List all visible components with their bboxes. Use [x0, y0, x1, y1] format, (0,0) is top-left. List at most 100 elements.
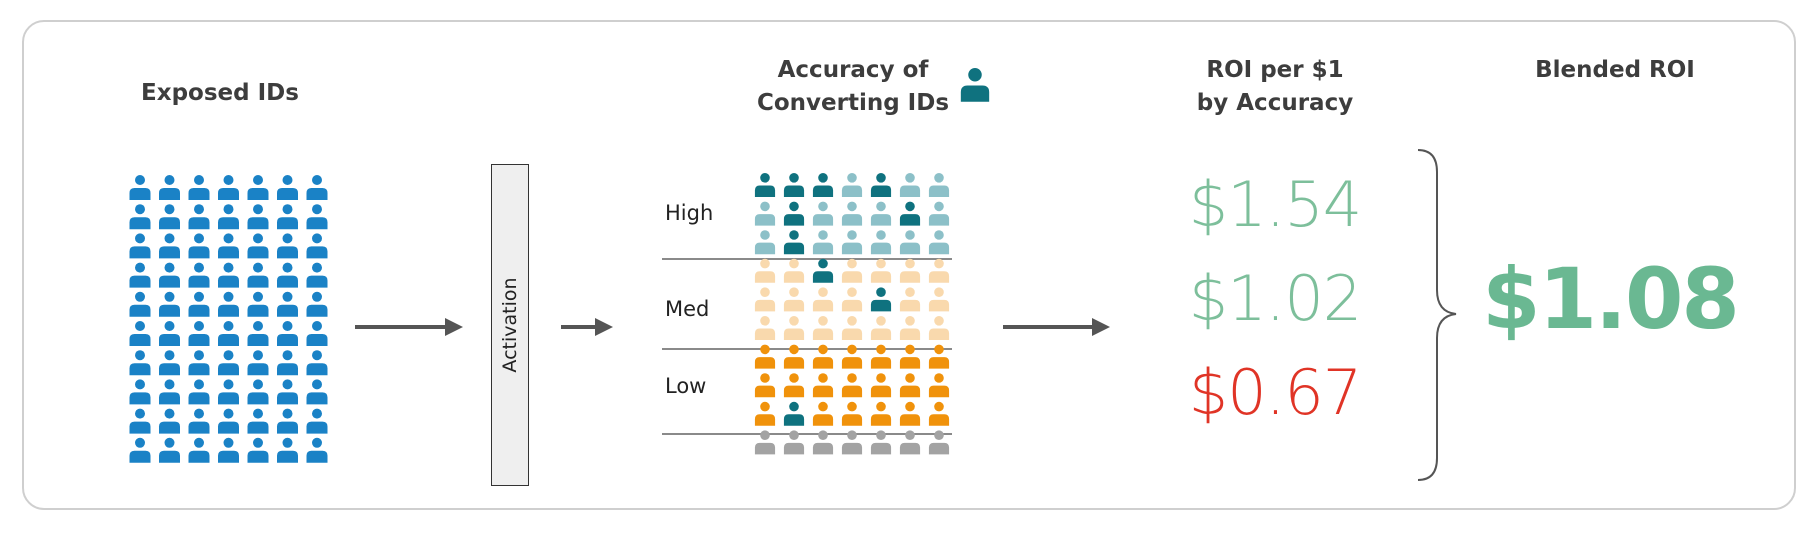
low-person-icon [812, 373, 834, 398]
low-person-icon [870, 373, 892, 398]
converting-person-icon [783, 173, 805, 197]
med-person-icon [812, 316, 834, 340]
high-person-icon [928, 201, 950, 226]
high-person-icon [754, 230, 776, 255]
exposed-id-icon [159, 262, 180, 288]
exposed-id-icon [247, 437, 269, 463]
blended-roi-value: $1.08 [1482, 250, 1740, 348]
exposed-id-icon [218, 379, 239, 405]
exposed-id-icon [129, 175, 151, 200]
med-person-icon [783, 316, 805, 340]
exposed-id-icon [129, 408, 151, 434]
low-person-icon [841, 344, 863, 369]
high-person-icon [899, 173, 921, 197]
low-person-icon [928, 373, 950, 398]
exposed-id-icon [159, 350, 180, 376]
low-person-icon [812, 401, 834, 426]
exposed-id-icon [306, 408, 328, 434]
separator-low-none [662, 433, 952, 435]
roi-by-accuracy-heading: ROI per $1 by Accuracy [1165, 54, 1385, 120]
exposed-id-icon [277, 437, 298, 463]
exposed-id-icon [129, 379, 151, 405]
exposed-id-icon [129, 204, 151, 230]
arrow-exposed-to-activation [355, 318, 463, 336]
med-person-icon [870, 316, 892, 340]
exposed-id-icon [188, 175, 210, 200]
converting-person-icon [783, 230, 805, 255]
med-person-icon [783, 287, 805, 312]
exposed-id-icon [247, 379, 269, 405]
exposed-id-icon [306, 233, 328, 259]
exposed-id-icon [188, 204, 210, 230]
med-person-icon [812, 287, 834, 312]
low-person-icon [899, 401, 921, 426]
low-person-icon [841, 401, 863, 426]
exposed-id-icon [306, 321, 328, 346]
low-person-icon [870, 401, 892, 426]
exposed-id-icon [188, 233, 210, 259]
low-person-icon [783, 373, 805, 398]
med-person-icon [841, 316, 863, 340]
exposed-id-icon [159, 204, 180, 230]
high-person-icon [812, 230, 834, 255]
exposed-ids-grid [129, 175, 328, 463]
high-person-icon [928, 230, 950, 255]
low-person-icon [754, 373, 776, 398]
exposed-id-icon [188, 350, 210, 376]
high-person-icon [870, 201, 892, 226]
exposed-id-icon [159, 437, 180, 463]
high-person-icon [928, 173, 950, 197]
accuracy-grid [754, 173, 950, 455]
exposed-id-icon [277, 321, 298, 346]
converting-person-icon [754, 173, 776, 197]
high-person-icon [841, 173, 863, 197]
med-person-icon [899, 258, 921, 283]
med-person-icon [754, 258, 776, 283]
none-person-icon [928, 430, 950, 455]
converting-person-icon [812, 258, 834, 283]
blended-roi-heading: Blended ROI [1535, 57, 1695, 83]
high-person-icon [841, 230, 863, 255]
exposed-id-icon [218, 204, 239, 230]
none-person-icon [783, 430, 805, 455]
exposed-id-icon [306, 262, 328, 288]
exposed-id-icon [129, 262, 151, 288]
curly-brace-icon [1417, 149, 1457, 481]
none-person-icon [754, 430, 776, 455]
high-person-icon [870, 230, 892, 255]
converting-person-icon [783, 401, 805, 426]
activation-box: Activation [491, 164, 529, 486]
level-label-high: High [665, 201, 714, 225]
arrow-accuracy-to-roi [1003, 318, 1110, 336]
exposed-id-icon [188, 379, 210, 405]
high-person-icon [754, 201, 776, 226]
converting-person-icon [870, 173, 892, 197]
none-person-icon [841, 430, 863, 455]
exposed-id-icon [188, 408, 210, 434]
med-person-icon [899, 316, 921, 340]
level-label-low: Low [665, 374, 707, 398]
med-person-icon [928, 316, 950, 340]
low-person-icon [928, 401, 950, 426]
exposed-id-icon [247, 350, 269, 376]
exposed-id-icon [218, 233, 239, 259]
low-person-icon [812, 344, 834, 369]
exposed-id-icon [306, 350, 328, 376]
exposed-id-icon [306, 379, 328, 405]
low-person-icon [899, 344, 921, 369]
low-person-icon [754, 401, 776, 426]
exposed-id-icon [159, 321, 180, 346]
exposed-id-icon [247, 262, 269, 288]
med-person-icon [870, 258, 892, 283]
exposed-id-icon [129, 291, 151, 317]
none-person-icon [812, 430, 834, 455]
converting-person-icon [783, 201, 805, 226]
exposed-id-icon [188, 437, 210, 463]
exposed-id-icon [247, 233, 269, 259]
exposed-id-icon [159, 291, 180, 317]
med-person-icon [899, 287, 921, 312]
level-label-med: Med [665, 297, 710, 321]
exposed-ids-heading: Exposed IDs [141, 80, 299, 106]
exposed-id-icon [159, 233, 180, 259]
roi-value-med: $1.02 [1188, 262, 1363, 335]
